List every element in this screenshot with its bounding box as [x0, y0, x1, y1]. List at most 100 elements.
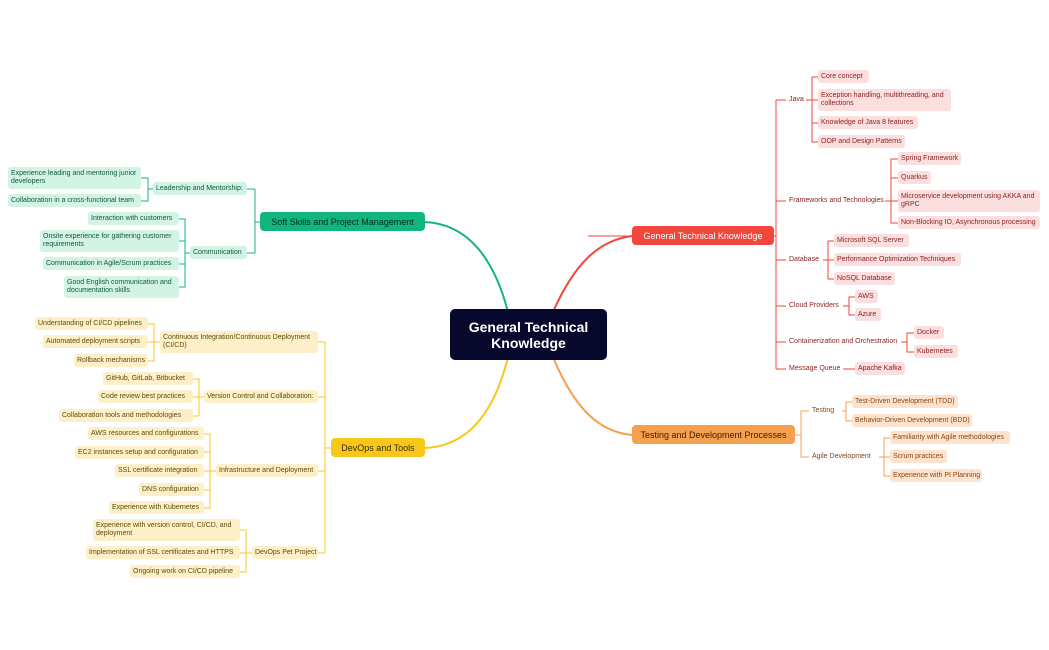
topic-pet[interactable]: DevOps Pet Project	[252, 546, 318, 559]
subtopic-label: Non-Blocking IO, Asynchronous processing	[901, 218, 1036, 226]
branch-devops-label: DevOps and Tools	[341, 442, 415, 453]
topic-testing-label: Testing	[812, 407, 835, 414]
topic-infra-label: Infrastructure and Deployment	[219, 466, 314, 474]
branch-testing[interactable]: Testing and Development Processes	[632, 425, 795, 444]
branch-testing-label: Testing and Development Processes	[640, 429, 787, 440]
subtopic-infra-1[interactable]: AWS resources and configurations	[88, 427, 204, 440]
topic-ci[interactable]: Continuous Integration/Continuous Deploy…	[160, 331, 318, 353]
topic-java-label: Java	[789, 96, 804, 103]
topic-agile-label: Agile Development	[812, 453, 871, 460]
subtopic-label: GitHub, GitLab, Bitbucket	[106, 374, 185, 382]
subtopic-label: DNS configuration	[142, 485, 199, 493]
subtopic-pet-3[interactable]: Ongoing work on CI/CD pipeline	[130, 565, 240, 578]
topic-communication[interactable]: Communication	[190, 246, 247, 259]
subtopic-communication-3[interactable]: Communication in Agile/Scrum practices	[43, 257, 179, 270]
subtopic-label: Exception handling, multithreading, and …	[821, 92, 944, 107]
subtopic-java-3[interactable]: Knowledge of Java 8 features	[818, 116, 918, 129]
subtopic-label: Collaboration tools and methodologies	[62, 411, 182, 419]
subtopic-label: Good English communication and documenta…	[67, 279, 172, 294]
subtopic-communication-1[interactable]: Interaction with customers	[88, 212, 179, 225]
subtopic-cloud-1[interactable]: AWS	[855, 290, 878, 303]
subtopic-ci-1[interactable]: Understanding of CI/CD pipelines	[35, 317, 148, 330]
topic-frameworks[interactable]: Frameworks and Technologies	[786, 196, 885, 206]
subtopic-leadership-2[interactable]: Collaboration in a cross-functional team	[8, 194, 141, 207]
topic-database[interactable]: Database	[786, 255, 823, 265]
subtopic-label: EC2 instances setup and configuration	[78, 448, 198, 456]
edge-central-soft	[424, 221, 509, 313]
topic-leadership-label: Leadership and Mentorship:	[156, 184, 243, 192]
subtopic-vcs-3[interactable]: Collaboration tools and methodologies	[59, 409, 193, 422]
topic-agile[interactable]: Agile Development	[809, 452, 879, 462]
subtopic-vcs-1[interactable]: GitHub, GitLab, Bitbucket	[103, 372, 193, 385]
subtopic-containers-2[interactable]: Kubernetes	[914, 345, 958, 358]
topic-ci-label: Continuous Integration/Continuous Deploy…	[163, 334, 311, 349]
subtopic-testing-2[interactable]: Behavior-Driven Development (BDD)	[852, 414, 972, 427]
subtopic-containers-1[interactable]: Docker	[914, 326, 944, 339]
subtopic-label: Behavior-Driven Development (BDD)	[855, 416, 970, 424]
subtopic-testing-1[interactable]: Test-Driven Development (TDD)	[852, 395, 958, 408]
subtopic-frameworks-1[interactable]: Spring Framework	[898, 152, 961, 165]
subtopic-label: OOP and Design Patterns	[821, 137, 902, 145]
subtopic-frameworks-2[interactable]: Quarkus	[898, 171, 931, 184]
subtopic-label: Spring Framework	[901, 154, 959, 162]
subtopic-label: NoSQL Database	[837, 274, 892, 282]
subtopic-agile-2[interactable]: Scrum practices	[890, 450, 947, 463]
subtopic-pet-2[interactable]: Implementation of SSL certificates and H…	[86, 546, 240, 559]
topic-containers[interactable]: Containerization and Orchestration	[786, 337, 901, 347]
subtopic-database-2[interactable]: Performance Optimization Techniques	[834, 253, 961, 266]
subtopic-java-2[interactable]: Exception handling, multithreading, and …	[818, 89, 951, 111]
subtopic-label: Scrum practices	[893, 452, 944, 460]
topic-testing[interactable]: Testing	[809, 406, 842, 416]
subtopic-label: Apache Kafka	[858, 364, 902, 372]
subtopic-leadership-1[interactable]: Experience leading and mentoring junior …	[8, 167, 141, 189]
subtopic-vcs-2[interactable]: Code review best practices	[98, 390, 193, 403]
subtopic-label: Experience with Kubernetes	[112, 503, 200, 511]
subtopic-agile-1[interactable]: Familiarity with Agile methodologies	[890, 431, 1010, 444]
topic-infra[interactable]: Infrastructure and Deployment	[216, 464, 318, 477]
subtopic-label: SSL certificate integration	[118, 466, 198, 474]
branch-tech-label: General Technical Knowledge	[643, 230, 763, 241]
subtopic-frameworks-3[interactable]: Microservice development using AKKA and …	[898, 190, 1040, 212]
subtopic-database-3[interactable]: NoSQL Database	[834, 272, 895, 285]
subtopic-label: Experience leading and mentoring junior …	[11, 170, 137, 185]
topic-vcs-label: Version Control and Collaboration:	[207, 392, 314, 400]
subtopic-ci-3[interactable]: Rollback mechanisms	[74, 354, 148, 367]
subtopic-label: Experience with version control, CI/CD, …	[96, 522, 232, 537]
subtopic-pet-1[interactable]: Experience with version control, CI/CD, …	[93, 519, 240, 541]
topic-communication-label: Communication	[193, 248, 242, 256]
subtopic-label: Implementation of SSL certificates and H…	[89, 548, 234, 556]
subtopic-label: Performance Optimization Techniques	[837, 255, 956, 263]
subtopic-infra-5[interactable]: Experience with Kubernetes	[109, 501, 204, 514]
subtopic-java-4[interactable]: OOP and Design Patterns	[818, 135, 905, 148]
subtopic-java-1[interactable]: Core concept	[818, 70, 869, 83]
subtopic-mq-1[interactable]: Apache Kafka	[855, 362, 905, 375]
central-topic[interactable]: General Technical Knowledge	[450, 309, 607, 360]
topic-mq[interactable]: Message Queue	[786, 364, 843, 374]
subtopic-label: Quarkus	[901, 173, 928, 181]
branch-devops[interactable]: DevOps and Tools	[331, 438, 425, 457]
topic-frameworks-label: Frameworks and Technologies	[789, 197, 884, 204]
subtopic-frameworks-4[interactable]: Non-Blocking IO, Asynchronous processing	[898, 216, 1040, 229]
subtopic-ci-2[interactable]: Automated deployment scripts	[43, 335, 148, 348]
subtopic-label: Interaction with customers	[91, 214, 173, 222]
branch-tech[interactable]: General Technical Knowledge	[632, 226, 774, 245]
subtopic-cloud-2[interactable]: Azure	[855, 308, 881, 321]
subtopic-infra-2[interactable]: EC2 instances setup and configuration	[75, 446, 204, 459]
edge-central-tech	[552, 235, 633, 313]
subtopic-agile-3[interactable]: Experience with PI Planning	[890, 469, 982, 482]
branch-soft[interactable]: Soft Skills and Project Management	[260, 212, 425, 231]
subtopic-infra-3[interactable]: SSL certificate integration	[115, 464, 204, 477]
topic-cloud[interactable]: Cloud Providers	[786, 301, 843, 311]
subtopic-database-1[interactable]: Microsoft SQL Server	[834, 234, 909, 247]
subtopic-communication-4[interactable]: Good English communication and documenta…	[64, 276, 179, 298]
topic-java[interactable]: Java	[786, 95, 806, 105]
subtopic-label: Code review best practices	[101, 392, 186, 400]
topic-cloud-label: Cloud Providers	[789, 302, 839, 309]
topic-vcs[interactable]: Version Control and Collaboration:	[204, 390, 318, 403]
topic-leadership[interactable]: Leadership and Mentorship:	[153, 182, 247, 195]
subtopic-label: Knowledge of Java 8 features	[821, 118, 914, 126]
subtopic-communication-2[interactable]: Onsite experience for gathering customer…	[40, 230, 179, 252]
edge-central-devops	[424, 356, 509, 449]
subtopic-label: Core concept	[821, 72, 863, 80]
subtopic-infra-4[interactable]: DNS configuration	[139, 483, 204, 496]
